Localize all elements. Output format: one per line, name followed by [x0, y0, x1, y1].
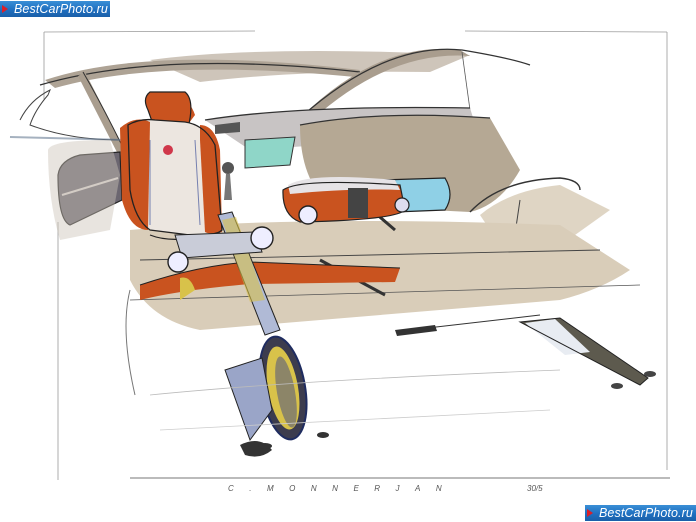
dash-vents — [215, 122, 240, 134]
side-window-frame — [19, 88, 121, 141]
folding-seat — [120, 91, 223, 240]
wheel-strut — [224, 357, 273, 442]
watermark-bottom-right: BestCarPhoto.ru — [585, 505, 696, 521]
seat-base — [174, 231, 263, 259]
orange-cross-beam — [140, 262, 400, 300]
arrow-icon — [587, 509, 593, 517]
floor-rail — [395, 325, 437, 336]
paper-frame — [43, 30, 670, 480]
gear-knob — [222, 162, 234, 174]
watermark-text: BestCarPhoto.ru — [14, 2, 108, 16]
cushion-wheel-left — [298, 205, 318, 225]
arrow-icon — [2, 5, 8, 13]
watermark-text: BestCarPhoto.ru — [599, 506, 693, 520]
cushion-wheel-right — [394, 197, 410, 213]
rear-fender-line — [469, 177, 581, 213]
windshield-teal — [245, 137, 295, 168]
roof-rail-left — [45, 59, 360, 88]
front-wheel — [258, 335, 308, 441]
watermark-top-left: BestCarPhoto.ru — [0, 1, 110, 17]
sketch-date: 30/5 — [527, 484, 543, 493]
artist-signature: C.MONNERJAN — [228, 484, 458, 493]
